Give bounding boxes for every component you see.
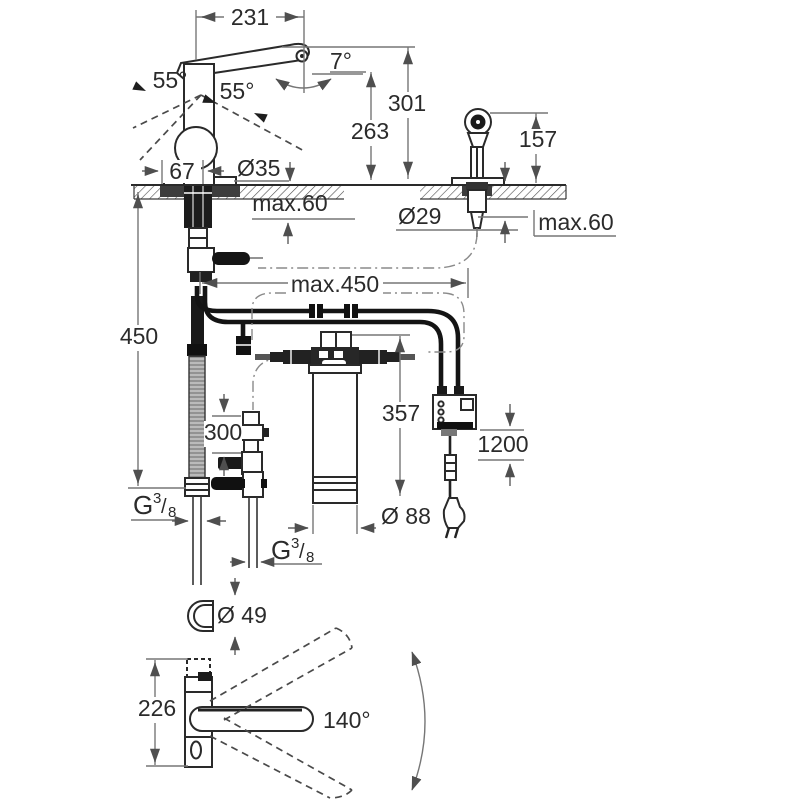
dim-deck-thickness-right: max.60	[538, 209, 613, 235]
dim-spray-height: 157	[519, 126, 557, 152]
dim-power-cord-length: 1200	[477, 431, 528, 457]
dim-swivel-clearance: 226	[138, 695, 176, 721]
dim-filter-diameter: Ø 88	[381, 503, 431, 529]
dim-height-total: 301	[388, 90, 426, 116]
shutoff-valve	[187, 247, 215, 273]
faucet-top-view	[184, 627, 426, 799]
dim-supply-hose-length: 450	[120, 323, 158, 349]
swivel-arc	[411, 651, 426, 791]
filter-inlet-connector	[283, 350, 311, 364]
swivel-dashed-upper	[209, 627, 337, 702]
led-indicator	[437, 400, 445, 408]
dim-grip-diameter: Ø 49	[217, 602, 267, 628]
thread-filter-label: G 3 / 8	[271, 527, 314, 566]
control-box	[432, 386, 477, 539]
filter-hose-dashed	[251, 292, 465, 353]
dim-spout-tilt: 7°	[330, 48, 352, 74]
swivel-dashed-lower	[223, 717, 353, 791]
dim-connection-height: 300	[204, 419, 242, 445]
dim-hose-reach: max.450	[291, 271, 379, 297]
dim-spray-hole: Ø29	[398, 203, 441, 229]
label-backgrounds	[116, 5, 560, 723]
valve-lever	[212, 252, 250, 265]
hand-spray-side-view	[451, 108, 505, 237]
hoses	[194, 232, 478, 410]
led-indicator	[437, 408, 445, 416]
handle-swing-dashed-left	[132, 94, 202, 129]
dim-height-aerator: 263	[351, 118, 389, 144]
sensor-top-view	[190, 740, 202, 760]
dim-swivel-angle: 140°	[323, 707, 371, 733]
spray-hose-dashed	[258, 232, 478, 269]
leader-arrow	[254, 113, 268, 123]
leader-arrow	[202, 94, 216, 103]
thread-supply-label: G 3 / 8	[133, 482, 176, 521]
handle-swing-dashed-right	[200, 94, 307, 153]
dim-faucet-hole: Ø35	[237, 155, 280, 181]
dim-base-depth: 67	[169, 158, 195, 184]
dim-handle-swing-right: 55°	[220, 78, 255, 104]
control-button	[460, 398, 474, 411]
dim-filter-height: 357	[382, 400, 420, 426]
dim-deck-thickness-left: max.60	[252, 190, 327, 216]
under-counter-assembly	[184, 186, 263, 348]
supply-hose	[184, 344, 210, 585]
spray-grip-profile	[187, 600, 214, 632]
dimension-arrows	[132, 11, 542, 763]
dimension-labels: 231 7° 55° 55° 301 263 67 Ø35 max.60 Ø29…	[120, 4, 614, 733]
dim-spout-reach: 231	[231, 4, 269, 30]
power-plug	[442, 497, 466, 529]
dimension-lines	[128, 10, 616, 767]
spout-top-view	[189, 706, 314, 732]
filter-cartridge	[255, 331, 415, 504]
filter-body	[312, 372, 358, 504]
hose-to-control-box-inner	[202, 286, 444, 386]
dim-handle-swing-left: 55°	[153, 67, 188, 93]
faucet-side-view	[132, 42, 311, 186]
filter-outlet-connector	[359, 350, 387, 364]
leader-arrow	[132, 81, 146, 91]
